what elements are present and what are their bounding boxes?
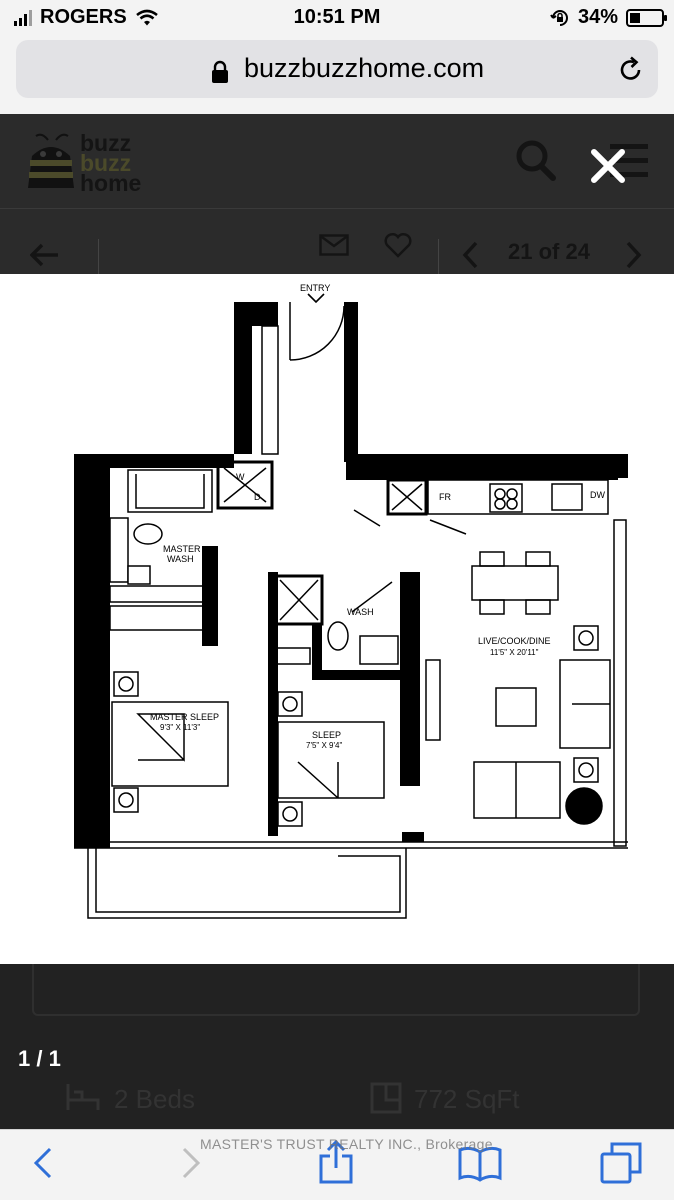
browser-toolbar bbox=[0, 1129, 674, 1200]
label-entry: ENTRY bbox=[300, 283, 330, 293]
address-bar[interactable]: buzzbuzzhome.com bbox=[16, 40, 658, 98]
close-icon[interactable] bbox=[590, 148, 626, 184]
clock: 10:51 PM bbox=[293, 6, 381, 28]
bed-icon bbox=[66, 1084, 100, 1110]
subbar-divider bbox=[438, 239, 439, 275]
carrier-name: ROGERS bbox=[40, 6, 127, 28]
browser-address-area: buzzbuzzhome.com bbox=[0, 36, 674, 114]
back-icon[interactable] bbox=[32, 1146, 54, 1180]
agency-watermark: MASTER'S TRUST REALTY INC., Brokerage bbox=[200, 1136, 493, 1152]
back-arrow-icon[interactable] bbox=[30, 243, 60, 267]
label-live-cook-dine: LIVE/COOK/DINE bbox=[478, 636, 551, 646]
signal-icon bbox=[14, 9, 32, 26]
logo-wordmark: buzz buzz home bbox=[80, 130, 142, 196]
area-icon bbox=[370, 1082, 402, 1114]
label-master-wash-1: MASTER bbox=[163, 544, 201, 554]
menu-icon[interactable] bbox=[610, 144, 650, 178]
floor-plan-image: ENTRY MASTER WASH WASH FR DW W D LIVE/CO… bbox=[0, 274, 674, 964]
heart-icon[interactable] bbox=[384, 232, 412, 258]
wifi-icon bbox=[135, 9, 158, 25]
status-bar: ROGERS 10:51 PM 34% bbox=[0, 0, 674, 36]
beds-count: 2 Beds bbox=[114, 1084, 195, 1114]
orientation-lock-icon bbox=[550, 9, 568, 26]
search-icon[interactable] bbox=[514, 138, 558, 182]
mail-icon[interactable] bbox=[319, 234, 349, 256]
label-sleep-dims: 7'5" X 9'4" bbox=[306, 741, 342, 750]
listing-card-edge bbox=[32, 964, 640, 1016]
chevron-left-icon[interactable] bbox=[462, 241, 478, 269]
floor-plan-drawing: ENTRY MASTER WASH WASH FR DW W D LIVE/CO… bbox=[74, 283, 628, 919]
share-icon[interactable] bbox=[318, 1140, 354, 1184]
bookmarks-icon[interactable] bbox=[458, 1146, 502, 1182]
forward-icon[interactable] bbox=[180, 1146, 202, 1180]
chevron-right-icon[interactable] bbox=[626, 241, 642, 269]
battery-percent: 34% bbox=[577, 6, 618, 28]
site-subbar: 21 of 24 bbox=[0, 208, 674, 275]
battery-icon bbox=[626, 8, 667, 27]
site-header: buzz buzz home bbox=[0, 114, 674, 208]
reload-icon[interactable] bbox=[618, 56, 644, 84]
site-logo[interactable]: buzz buzz home bbox=[26, 130, 142, 196]
carrier: ROGERS bbox=[14, 6, 159, 29]
lock-icon bbox=[212, 60, 228, 83]
url-text: buzzbuzzhome.com bbox=[244, 53, 485, 83]
label-master-dims: 9'3" X 11'3" bbox=[160, 723, 200, 732]
gallery-pager: 21 of 24 bbox=[508, 239, 590, 264]
status-right: 34% bbox=[550, 6, 667, 29]
image-counter: 1 / 1 bbox=[18, 1046, 61, 1071]
label-live-dims: 11'5" X 20'11" bbox=[490, 648, 539, 657]
label-master-wash-2: WASH bbox=[167, 554, 194, 564]
tabs-icon[interactable] bbox=[600, 1142, 642, 1184]
label-dryer: D bbox=[254, 492, 261, 502]
label-master-sleep: MASTER SLEEP bbox=[150, 712, 219, 722]
bee-logo-icon bbox=[28, 133, 74, 188]
listing-summary: 1 / 1 2 Beds 772 SqFt bbox=[0, 964, 674, 1129]
subbar-divider bbox=[98, 239, 99, 275]
square-footage: 772 SqFt bbox=[414, 1084, 520, 1114]
label-fridge: FR bbox=[439, 492, 451, 502]
label-washer: W bbox=[236, 472, 245, 482]
label-dishwasher: DW bbox=[590, 490, 605, 500]
label-sleep: SLEEP bbox=[312, 730, 341, 740]
label-wash: WASH bbox=[347, 607, 374, 617]
